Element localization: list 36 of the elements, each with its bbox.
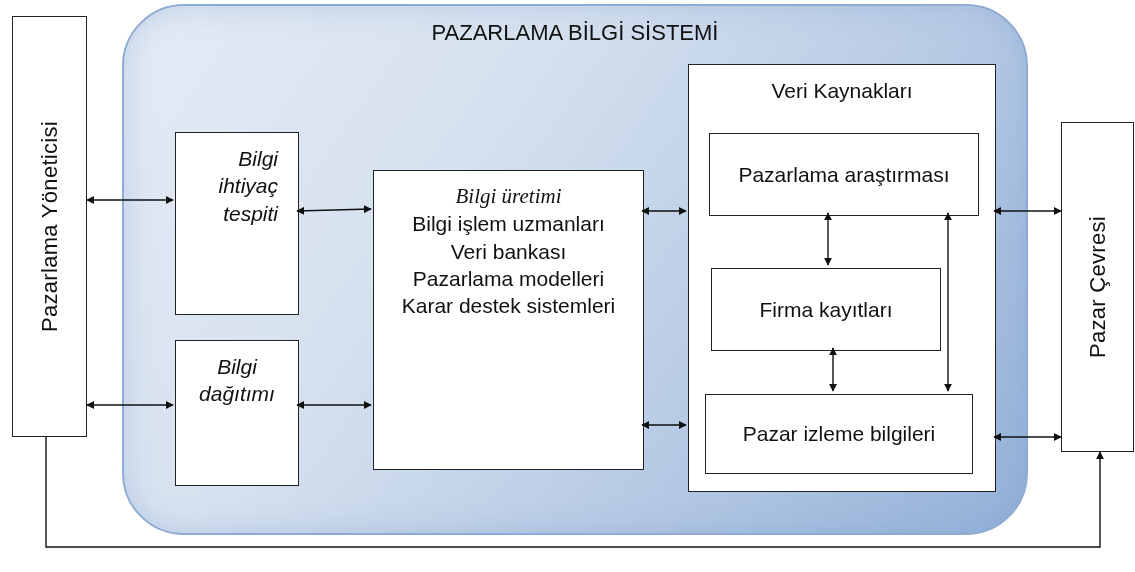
box-label: Pazarlama araştırması: [738, 161, 950, 188]
box-label: Firma kayıtları: [759, 296, 893, 323]
box-label: Bilgi ihtiyaç tespiti: [217, 146, 280, 227]
arrow: [86, 196, 174, 204]
arrow: [829, 347, 837, 392]
process-box: [175, 340, 299, 486]
actor-label: Pazar Çevresi: [1084, 215, 1111, 359]
arrow: [824, 212, 832, 266]
arrow: [296, 401, 372, 409]
arrow: [641, 421, 687, 429]
box-label: Karar destek sistemleri: [401, 293, 616, 320]
process-box: [175, 132, 299, 315]
box-heading: Veri Kaynakları: [771, 78, 913, 104]
box-label: Bilgi işlem uzmanları: [412, 211, 605, 238]
box-label: Pazarlama modelleri: [412, 265, 605, 292]
box-label: Veri bankası: [450, 238, 567, 265]
arrow: [944, 212, 952, 392]
box-heading: Bilgi üretimi: [455, 183, 562, 210]
source-box: [711, 268, 941, 351]
box-label: Pazar izleme bilgileri: [742, 421, 936, 448]
arrow: [86, 401, 174, 409]
source-box: [709, 133, 979, 216]
arrow: [296, 205, 372, 215]
system-panel: [122, 4, 1028, 535]
actor-box: [12, 16, 87, 437]
arrow: [993, 433, 1062, 441]
source-box: [705, 394, 973, 474]
process-box: [688, 64, 996, 492]
arrow: [641, 207, 687, 215]
process-box: [373, 170, 644, 470]
arrow: [45, 436, 1104, 548]
actor-label: Pazarlama Yöneticisi: [36, 121, 63, 332]
panel-title: PAZARLAMA BİLGİ SİSTEMİ: [430, 20, 720, 46]
arrow: [993, 207, 1062, 215]
box-label: Bilgi dağıtımı: [198, 354, 276, 408]
actor-box: [1061, 122, 1134, 452]
